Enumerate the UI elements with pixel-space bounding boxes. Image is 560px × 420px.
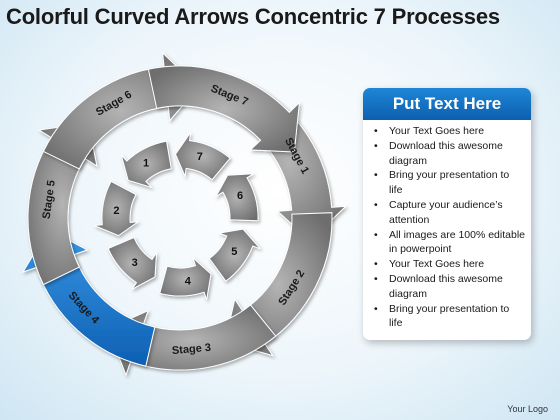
card-bullet: Your Text Goes here (374, 124, 525, 139)
step-arrow (174, 132, 231, 181)
step-arrow (214, 173, 259, 222)
step-number: 3 (132, 257, 138, 269)
step-number: 6 (237, 190, 243, 202)
page-title: Colorful Curved Arrows Concentric 7 Proc… (6, 4, 500, 29)
stage-label: Stage 5 (41, 179, 58, 219)
stage-label: Stage 3 (171, 342, 211, 357)
card-bullet: Your Text Goes here (374, 257, 525, 272)
card-bullet: Bring your presentation to life (374, 302, 525, 332)
inner-ring: 1 2 3 4 5 6 7 (94, 132, 261, 300)
card-header: Put Text Here (363, 88, 531, 120)
text-card: Put Text Here Your Text Goes here Downlo… (363, 88, 531, 340)
stage-arrow (147, 65, 301, 153)
step-arrow (107, 236, 158, 290)
step-arrow (208, 228, 261, 282)
step-arrow (120, 140, 172, 189)
step-arrow (94, 180, 141, 237)
card-bullet: Bring your presentation to life (374, 168, 525, 198)
step-number: 5 (231, 246, 237, 258)
step-number: 7 (197, 151, 203, 163)
step-number: 2 (113, 205, 119, 217)
step-number: 1 (143, 158, 149, 170)
card-bullet: All images are 100% editable in powerpoi… (374, 228, 525, 258)
step-arrow (159, 256, 212, 300)
stage-arrow (107, 304, 277, 377)
logo-text: Your Logo (507, 404, 548, 414)
card-bullet: Capture your audience’s attention (374, 198, 525, 228)
card-bullet: Download this awesome diagram (374, 139, 525, 169)
card-bullet-list: Your Text Goes here Download this awesom… (363, 124, 531, 331)
step-number: 4 (185, 275, 192, 287)
card-bullet: Download this awesome diagram (374, 272, 525, 302)
